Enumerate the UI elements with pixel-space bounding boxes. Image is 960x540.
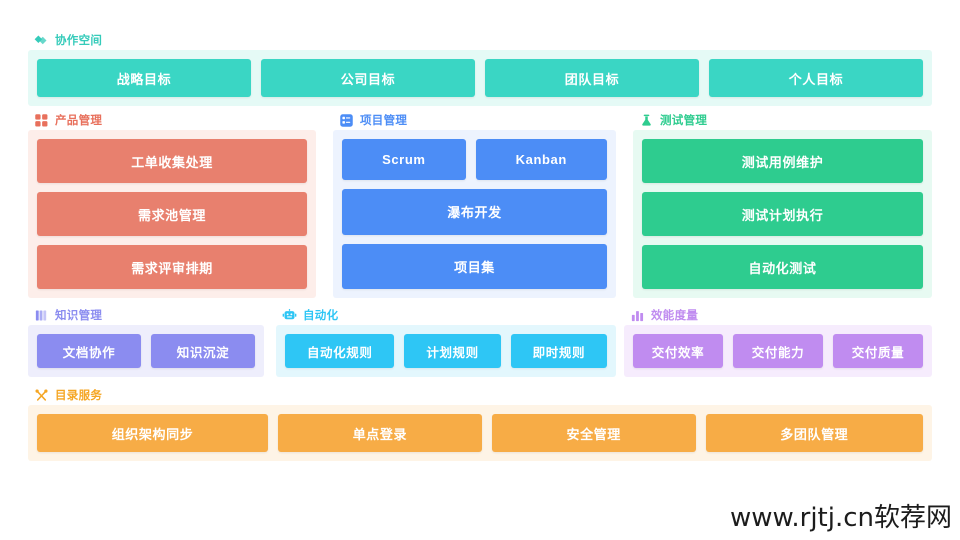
tile-row: 项目集: [342, 243, 607, 289]
tile-row: 测试用例维护: [642, 139, 923, 183]
section-metrics: 效能度量 交付效率 交付能力 交付质量: [624, 305, 932, 377]
tile-strategy-goal[interactable]: 战略目标: [37, 59, 251, 97]
tile-org-structure-sync[interactable]: 组织架构同步: [37, 414, 268, 452]
tile-kanban[interactable]: Kanban: [475, 139, 607, 181]
section-knowledge: 知识管理 文档协作 知识沉淀: [28, 305, 264, 377]
board-list-icon: [340, 113, 353, 127]
tile-single-sign-on[interactable]: 单点登录: [278, 414, 482, 452]
section-body: 自动化规则 计划规则 即时规则: [276, 325, 616, 377]
tile-requirement-review[interactable]: 需求评审排期: [37, 245, 307, 289]
section-project: 项目管理 Scrum Kanban 瀑布开发 项目集: [333, 110, 616, 298]
tile-row: 交付效率 交付能力 交付质量: [633, 334, 923, 368]
section-body: 工单收集处理 需求池管理 需求评审排期: [28, 130, 316, 298]
section-title: 效能度量: [651, 310, 699, 322]
tile-scrum[interactable]: Scrum: [342, 139, 466, 181]
tile-delivery-efficiency[interactable]: 交付效率: [633, 334, 723, 368]
section-header: 测试管理: [633, 110, 932, 130]
tile-delivery-quality[interactable]: 交付质量: [833, 334, 923, 368]
section-title: 自动化: [303, 310, 339, 322]
tile-knowledge-precipitation[interactable]: 知识沉淀: [151, 334, 255, 368]
capability-map: 协作空间 战略目标 公司目标 团队目标 个人目标 产品管理: [28, 30, 932, 500]
tile-testcase-maintenance[interactable]: 测试用例维护: [642, 139, 923, 183]
tile-row: 自动化规则 计划规则 即时规则: [285, 334, 607, 368]
tile-row: 自动化测试: [642, 245, 923, 289]
robot-icon: [282, 308, 297, 319]
section-body: 交付效率 交付能力 交付质量: [624, 325, 932, 377]
tile-row: 战略目标 公司目标 团队目标 个人目标: [37, 59, 923, 97]
crossed-tools-icon: [35, 389, 48, 401]
watermark-text: www.rjtj.cn软荐网: [729, 503, 952, 533]
tile-team-goal[interactable]: 团队目标: [485, 59, 699, 97]
tile-security-management[interactable]: 安全管理: [491, 414, 696, 452]
tile-automated-testing[interactable]: 自动化测试: [642, 245, 923, 289]
section-header: 知识管理: [28, 305, 264, 325]
section-product: 产品管理 工单收集处理 需求池管理 需求评审排期: [28, 110, 316, 298]
tile-row: 文档协作 知识沉淀: [37, 334, 255, 368]
tile-row: 组织架构同步 单点登录 安全管理 多团队管理: [37, 414, 923, 452]
grid-squares-icon: [35, 113, 48, 126]
tile-personal-goal[interactable]: 个人目标: [709, 59, 923, 97]
tile-doc-collaboration[interactable]: 文档协作: [37, 334, 141, 368]
tile-instant-rules[interactable]: 即时规则: [510, 334, 607, 368]
flask-icon: [642, 114, 651, 126]
tile-company-goal[interactable]: 公司目标: [261, 59, 475, 97]
section-title: 目录服务: [55, 390, 103, 402]
tile-ticket-collection[interactable]: 工单收集处理: [37, 139, 307, 183]
section-header: 自动化: [276, 305, 616, 325]
section-body: 组织架构同步 单点登录 安全管理 多团队管理: [28, 405, 932, 461]
tile-waterfall[interactable]: 瀑布开发: [342, 189, 607, 235]
tile-multi-team-management[interactable]: 多团队管理: [705, 414, 923, 452]
tile-delivery-capability[interactable]: 交付能力: [733, 334, 823, 368]
tile-row: 瀑布开发: [342, 189, 607, 235]
section-header: 产品管理: [28, 110, 316, 130]
section-collaboration: 协作空间 战略目标 公司目标 团队目标 个人目标: [28, 30, 932, 106]
section-directory: 目录服务 组织架构同步 单点登录 安全管理 多团队管理: [28, 385, 932, 461]
tile-row: 工单收集处理: [37, 139, 307, 183]
section-title: 项目管理: [360, 115, 408, 127]
section-title: 知识管理: [55, 310, 103, 322]
section-header: 效能度量: [624, 305, 932, 325]
section-header: 项目管理: [333, 110, 616, 130]
section-title: 协作空间: [55, 35, 103, 47]
bar-chart-icon: [631, 310, 644, 321]
tile-row: Scrum Kanban: [342, 139, 607, 181]
tile-test-plan-execution[interactable]: 测试计划执行: [642, 192, 923, 236]
section-body: 测试用例维护 测试计划执行 自动化测试: [633, 130, 932, 298]
section-body: 战略目标 公司目标 团队目标 个人目标: [28, 50, 932, 106]
section-body: Scrum Kanban 瀑布开发 项目集: [333, 130, 616, 298]
section-title: 测试管理: [660, 115, 708, 127]
section-body: 文档协作 知识沉淀: [28, 325, 264, 377]
tile-requirement-pool[interactable]: 需求池管理: [37, 192, 307, 236]
tile-row: 需求评审排期: [37, 245, 307, 289]
section-testing: 测试管理 测试用例维护 测试计划执行 自动化测试: [633, 110, 932, 298]
tile-scheduled-rules[interactable]: 计划规则: [404, 334, 501, 368]
section-header: 目录服务: [28, 385, 932, 405]
section-title: 产品管理: [55, 115, 103, 127]
tile-row: 需求池管理: [37, 192, 307, 236]
tile-automation-rules[interactable]: 自动化规则: [285, 334, 395, 368]
tile-program[interactable]: 项目集: [342, 243, 607, 289]
books-icon: [35, 310, 47, 320]
section-header: 协作空间: [28, 30, 932, 50]
section-automation: 自动化 自动化规则 计划规则 即时规则: [276, 305, 616, 377]
tile-row: 测试计划执行: [642, 192, 923, 236]
diamonds-icon: [34, 35, 47, 44]
